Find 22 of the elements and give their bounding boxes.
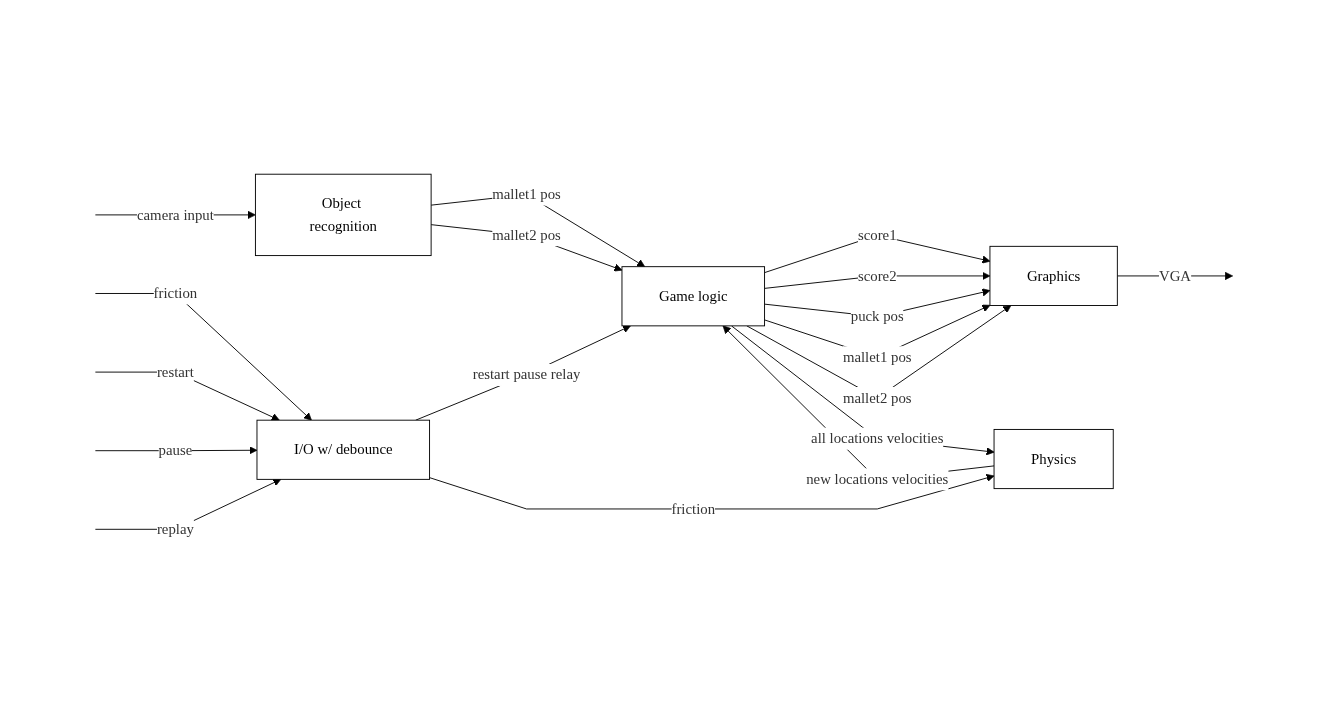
edge-label: all locations velocities [810,430,943,447]
edge-label: VGA [1158,267,1191,284]
edge-label: score1 [857,226,897,243]
edge-label: mallet1 pos [842,348,912,365]
edge-label: mallet2 pos [842,389,912,406]
edge-label: pause [158,442,192,459]
node-box: Physics [993,428,1114,490]
edge-label: mallet2 pos [491,226,561,243]
edge-label: restart [156,363,194,380]
node-box: I/O w/ debounce [256,419,430,480]
edge-label: mallet1 pos [491,186,561,202]
edge-label: camera input [136,206,214,223]
node-box: Graphics [989,245,1118,306]
node-box: Game logic [621,266,765,327]
edge-label: friction [670,500,715,517]
edge-label: new locations velocities [805,471,948,487]
node-box: Object recognition [254,173,432,257]
edge-label: replay [156,520,194,537]
edge-label: score2 [857,267,897,284]
edge-label: friction [153,285,197,301]
edge-label: puck pos [850,308,904,325]
edge-label: restart pause relay [472,366,580,383]
